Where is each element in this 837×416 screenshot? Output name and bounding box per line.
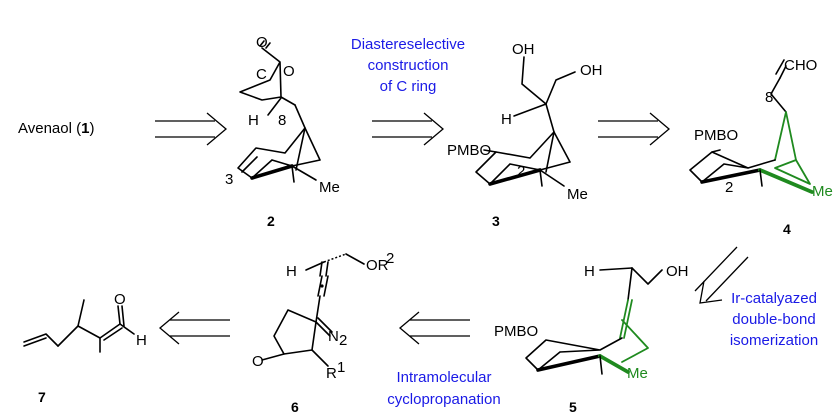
atom-label: Me (627, 365, 648, 382)
compound-number: 5 (569, 399, 577, 415)
atom-label: OH (666, 263, 689, 280)
retro-arrow-2-to-3 (372, 112, 445, 146)
atom-label: O (114, 291, 126, 308)
atom-label: PMBO (447, 142, 491, 159)
compound-4: CHO 8 PMBO 2 Me 4 (689, 57, 833, 237)
atom-label: H (501, 111, 512, 128)
atom-label: H (248, 112, 259, 129)
step-caption-diastereoselective: Diastereselective construction of C ring (351, 36, 465, 95)
atom-label: C (256, 66, 267, 83)
compound-number: 7 (38, 389, 46, 405)
atom-label: PMBO (494, 323, 538, 340)
retro-arrow-6-to-7 (158, 311, 230, 345)
atom-label: H (136, 332, 147, 349)
atom-label: OH (580, 62, 603, 79)
atom-label: 8 (278, 112, 286, 129)
atom-label: R (326, 365, 337, 382)
atom-label: PMBO (694, 127, 738, 144)
atom-label: H (286, 263, 297, 280)
atom-label: CHO (784, 57, 817, 74)
compound-number: 4 (783, 221, 791, 237)
caption-line: double-bond (732, 311, 815, 328)
atom-label: Me (812, 183, 833, 200)
retro-arrow-3-to-4 (598, 112, 671, 146)
atom-label: 8 (765, 89, 773, 106)
atom-label: OR (366, 257, 389, 274)
atom-label: O (256, 34, 268, 51)
step-caption-ir-isomerization: Ir-catalyazed double-bond isomerization (730, 290, 818, 349)
compound-7: O H 7 (23, 291, 147, 405)
compound-number: 2 (267, 213, 275, 229)
compound-2: O O C H 8 3 Me 2 (225, 34, 340, 229)
compound-number: 3 (492, 213, 500, 229)
caption-line: of C ring (380, 78, 437, 95)
retro-arrow-1-to-2 (155, 112, 228, 146)
compound-3: OH OH H PMBO 2 Me 3 (447, 41, 603, 229)
allene-dot (320, 284, 324, 288)
caption-line: cyclopropanation (387, 391, 500, 408)
atom-label: H (584, 263, 595, 280)
atom-label: 3 (225, 171, 233, 188)
atom-label: O (283, 63, 295, 80)
avenaol-label: Avenaol (1) (18, 120, 94, 137)
atom-label: N (328, 328, 339, 345)
compound-number: 6 (291, 399, 299, 415)
atom-label: Me (567, 186, 588, 203)
step-caption-cyclopropanation: Intramolecular cyclopropanation (387, 369, 500, 408)
caption-line: Ir-catalyazed (731, 290, 817, 307)
retro-arrow-4-to-5 (694, 246, 749, 304)
atom-label: O (252, 353, 264, 370)
atom-label: OH (512, 41, 535, 58)
caption-line: Intramolecular (396, 369, 491, 386)
atom-label-superscript: 2 (386, 250, 394, 267)
compound-6: H OR 2 N 2 O R 1 6 (252, 250, 394, 415)
caption-line: Diastereselective (351, 36, 465, 53)
atom-label: Me (319, 179, 340, 196)
caption-line: isomerization (730, 332, 818, 349)
atom-label-superscript: 1 (337, 359, 345, 376)
caption-line: construction (368, 57, 449, 74)
compound-5: H OH PMBO Me 5 (494, 263, 689, 415)
atom-label: 2 (517, 163, 525, 180)
atom-label-subscript: 2 (339, 332, 347, 349)
retro-arrow-5-to-6 (398, 311, 470, 345)
atom-label: 2 (725, 179, 733, 196)
